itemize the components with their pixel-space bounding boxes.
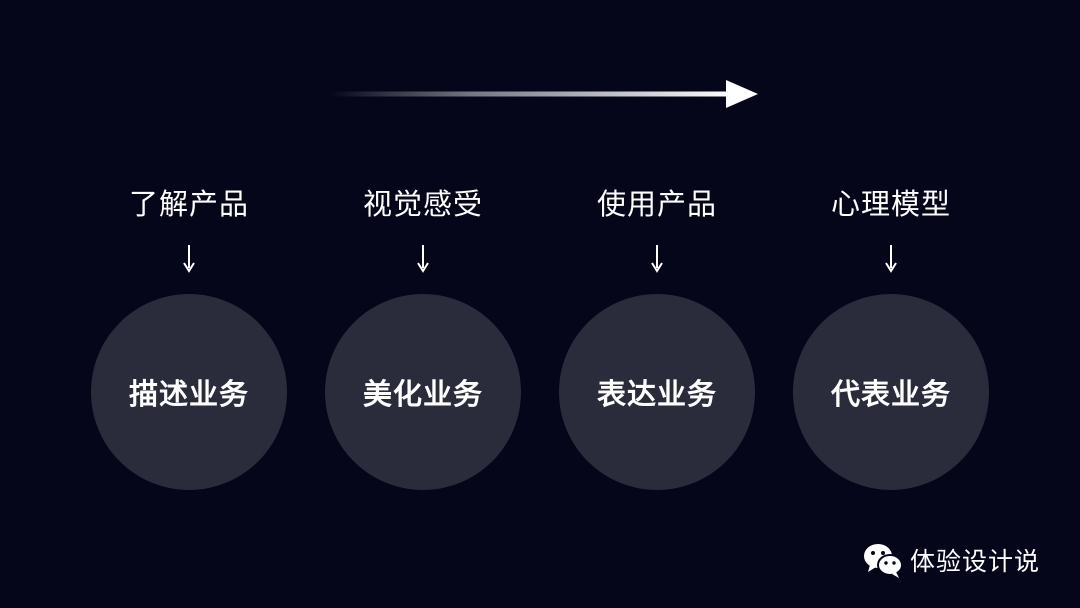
stage-result: 美化业务: [362, 377, 483, 411]
down-arrow-icon: [651, 245, 663, 273]
progress-arrow-icon: [330, 80, 758, 108]
stage-column-4: 心理模型 代表业务: [791, 180, 991, 500]
stage-result: 表达业务: [596, 377, 717, 411]
stage-circle: 表达业务: [559, 294, 755, 490]
stage-label: 视觉感受: [362, 187, 483, 221]
stage-label: 了解产品: [128, 187, 249, 221]
stage-result: 代表业务: [830, 377, 951, 411]
down-arrow-icon: [183, 245, 195, 273]
stage-circle: 描述业务: [91, 294, 287, 490]
watermark: 体验设计说: [862, 540, 1040, 580]
stage-column-1: 了解产品 描述业务: [89, 180, 289, 500]
stage-label: 使用产品: [596, 187, 717, 221]
stage-column-2: 视觉感受 美化业务: [323, 180, 523, 500]
stage-label: 心理模型: [830, 187, 951, 221]
stage-circle: 美化业务: [325, 294, 521, 490]
watermark-text: 体验设计说: [910, 547, 1041, 576]
stage-result: 描述业务: [128, 377, 249, 411]
wechat-icon: [864, 544, 903, 578]
stage-column-3: 使用产品 表达业务: [557, 180, 757, 500]
down-arrow-icon: [417, 245, 429, 273]
down-arrow-icon: [885, 245, 897, 273]
stage-circle: 代表业务: [793, 294, 989, 490]
